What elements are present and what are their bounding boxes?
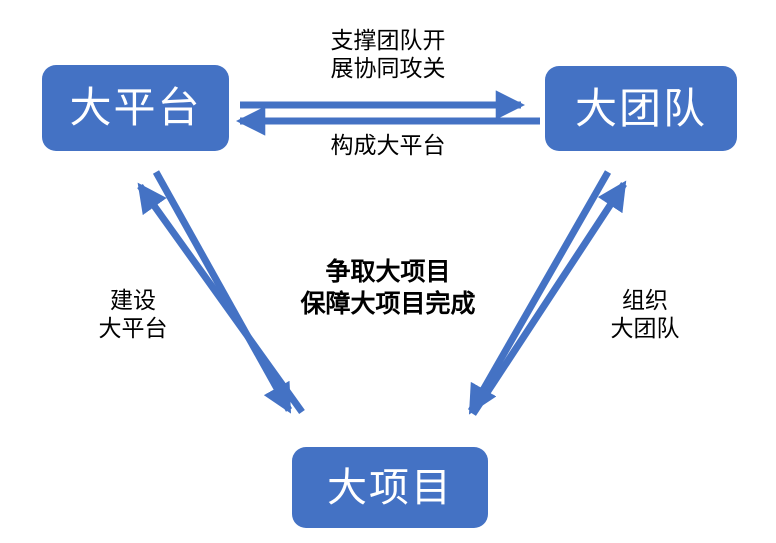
center-text: 争取大项目 保障大项目完成 (300, 258, 476, 318)
edge-label-organize: 组织 大团队 (610, 287, 680, 342)
node-platform[interactable]: 大平台 (42, 65, 229, 151)
node-team[interactable]: 大团队 (545, 66, 737, 151)
edge-label-support: 支撑团队开 展协同攻关 (330, 27, 446, 82)
edge-label-build: 建设 大平台 (98, 287, 168, 342)
node-team-label: 大团队 (574, 84, 707, 132)
node-platform-label: 大平台 (69, 84, 202, 131)
node-project[interactable]: 大项目 (292, 447, 488, 528)
node-project-label: 大项目 (327, 465, 453, 510)
edge-label-compose: 构成大平台 (330, 132, 446, 158)
